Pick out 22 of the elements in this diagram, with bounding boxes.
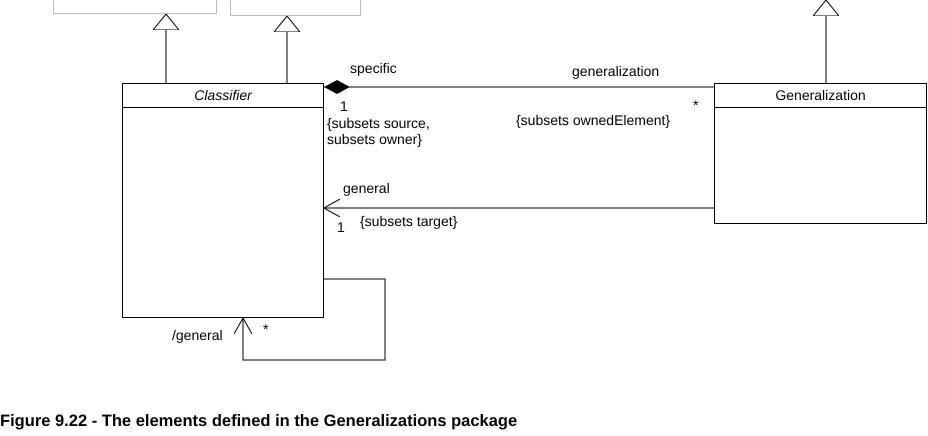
role-name: /general [172,327,223,343]
class-name: Classifier [193,87,254,103]
multiplicity: * [693,97,698,113]
generalization-arrow [152,14,180,84]
constraint-text: {subsets target} [360,213,458,229]
role-name: specific [350,60,397,76]
multiplicity: * [263,321,268,337]
association-arrow [324,198,714,218]
class-box [714,83,927,224]
multiplicity: 1 [337,219,345,235]
generalization-arrow [274,16,300,84]
constraint-text: {subsets source, subsets owner} [327,115,431,147]
association-arrow [234,278,386,360]
composition-line [324,80,714,94]
figure-caption: Figure 9.22 - The elements defined in the Generalizations package [0,412,518,431]
role-name: general [343,180,390,196]
constraint-text: {subsets ownedElement} [516,112,670,128]
multiplicity: 1 [340,98,348,114]
class-box [122,83,324,318]
generalization-arrow [812,0,840,84]
role-name: generalization [572,63,660,79]
class-name: Generalization [774,87,867,103]
